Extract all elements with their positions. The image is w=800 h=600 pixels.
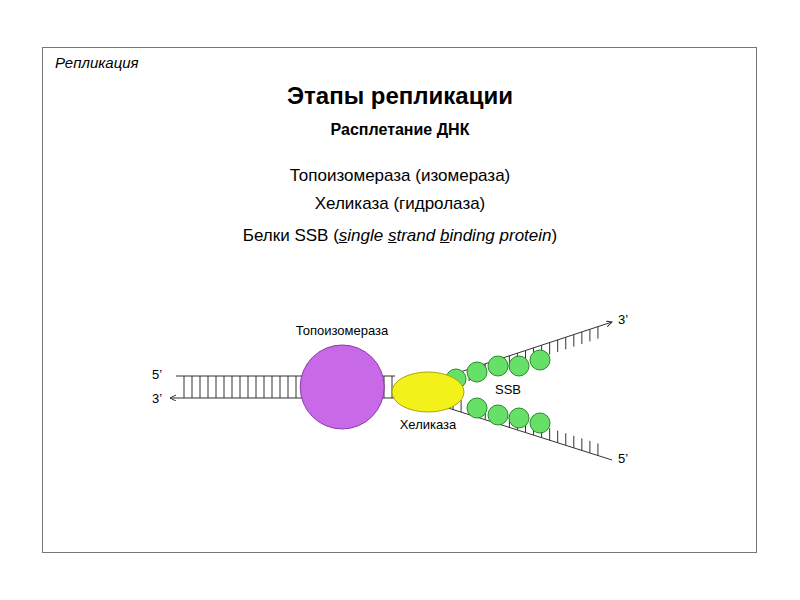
enzyme-line: Топоизомераза (изомераза)	[290, 166, 511, 186]
ssb-label: SSB	[495, 383, 521, 398]
node-shape	[391, 371, 465, 413]
subtitle: Расплетание ДНК	[331, 121, 470, 139]
base-ticks	[184, 327, 598, 456]
strand-end-label: 5’	[152, 368, 162, 383]
enzyme-line: Хеликаза (гидролаза)	[315, 194, 486, 214]
strand-end-label: 3’	[618, 313, 628, 328]
strand-end-label: 3’	[152, 392, 162, 407]
section-header: Репликация	[55, 54, 139, 71]
strand-end-label: 5’	[618, 452, 628, 467]
topoisomerase-node: Топоизомераза	[294, 323, 390, 430]
node-label: Топоизомераза	[294, 323, 390, 338]
slide-frame	[43, 48, 757, 553]
helicase-node: Хеликаза	[391, 371, 465, 434]
protein-line: Белки SSB (single strand binding protein…	[243, 226, 557, 246]
dna-strands	[170, 322, 612, 460]
slide-title: Этапы репликации	[287, 82, 513, 110]
node-shape	[294, 344, 390, 430]
node-label: Хеликаза	[391, 417, 465, 432]
